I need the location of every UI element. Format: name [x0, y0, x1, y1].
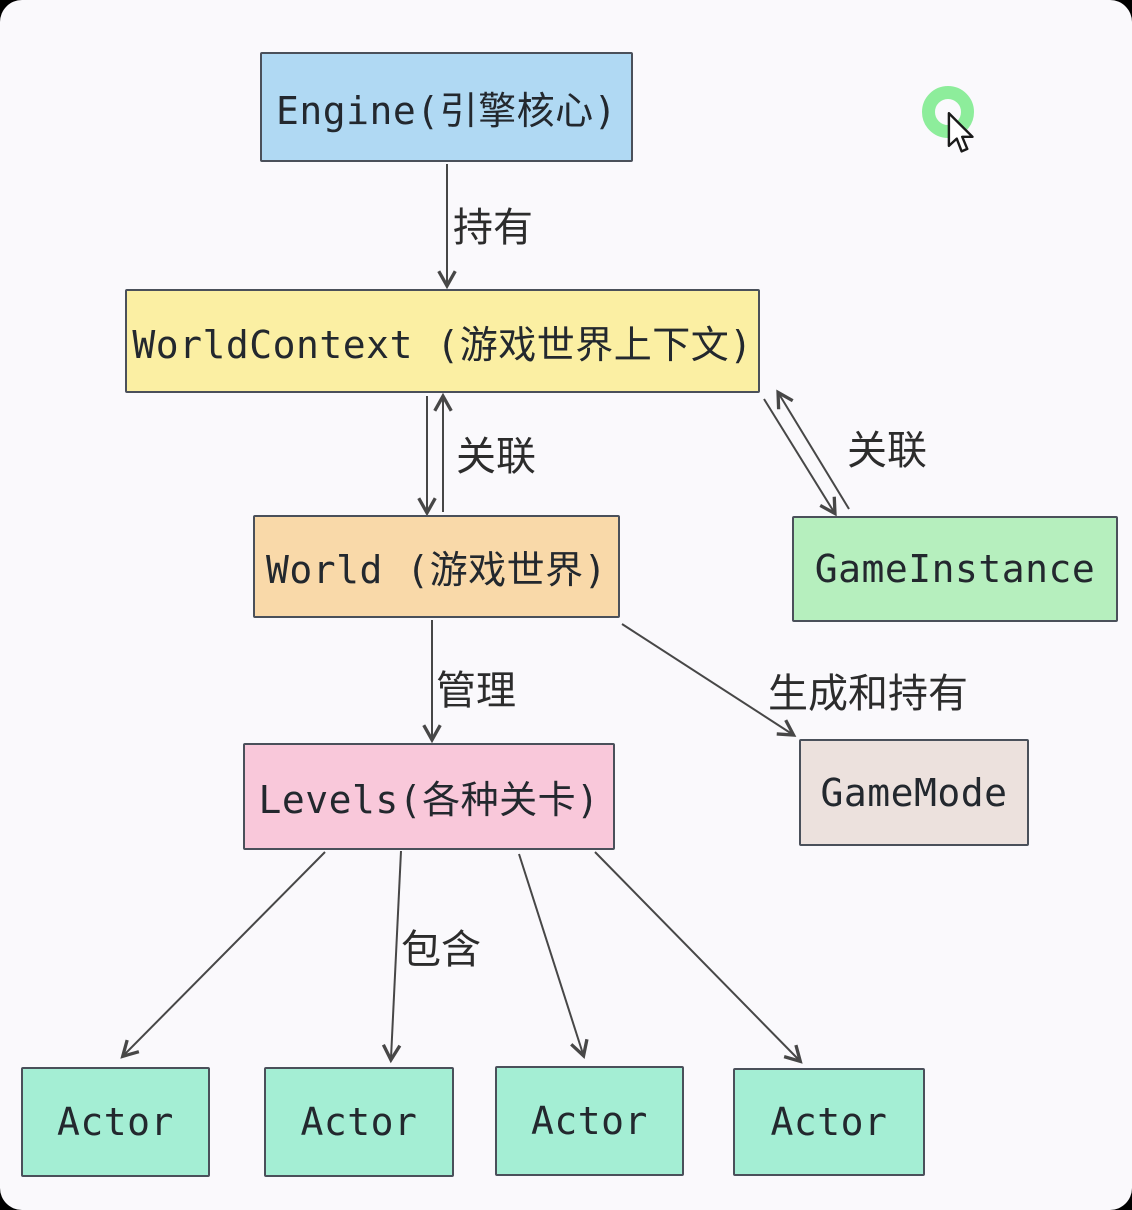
edge-worldcontext-gameinstance: [763, 398, 837, 517]
edge-label-association-gameinstance: 关联: [847, 428, 927, 474]
edge-levels-actor2: [381, 850, 402, 1064]
edge-levels-actor4: [594, 851, 803, 1064]
edge-label-holds: 持有: [453, 205, 533, 251]
edge-label-spawn-and-hold: 生成和持有: [768, 671, 968, 717]
edge-gameinstance-worldcontext: [776, 389, 850, 510]
edge-label-contains: 包含: [401, 927, 481, 973]
click-highlight-ring: [922, 86, 974, 138]
node-actor-1: Actor: [21, 1067, 210, 1177]
node-world: World (游戏世界): [253, 515, 620, 618]
mouse-cursor-icon: [947, 112, 974, 153]
edge-world-gamemode: [621, 623, 797, 737]
edge-label-association-world: 关联: [456, 434, 536, 480]
node-worldcontext: WorldContext (游戏世界上下文): [125, 289, 760, 393]
node-levels: Levels(各种关卡): [243, 743, 615, 850]
edge-levels-actor3: [518, 853, 589, 1059]
node-gameinstance: GameInstance: [792, 516, 1118, 622]
node-actor-2: Actor: [264, 1067, 454, 1177]
node-engine: Engine(引擎核心): [260, 52, 633, 162]
node-actor-3: Actor: [495, 1066, 684, 1176]
node-actor-4: Actor: [733, 1068, 925, 1176]
edge-levels-actor1: [120, 851, 326, 1059]
edge-label-manage: 管理: [436, 668, 516, 714]
node-gamemode: GameMode: [799, 739, 1029, 846]
